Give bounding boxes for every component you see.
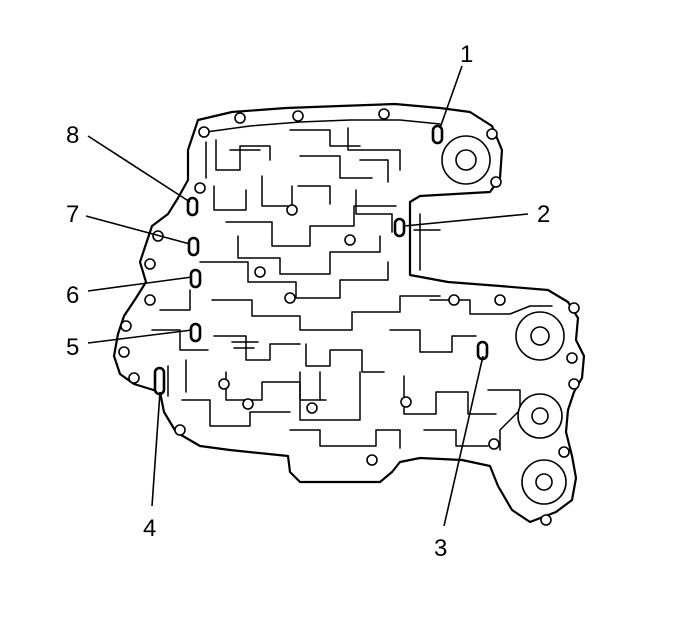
check-ball-7 [187,236,200,257]
callout-labels: 1 2 3 4 5 6 7 8 [66,41,550,562]
accumulator-bores [441,135,567,505]
leader-5 [87,329,193,344]
bolt-holes [118,108,580,526]
leader-6 [87,276,193,292]
leader-8 [87,135,191,203]
callout-2: 2 [537,201,550,228]
callout-1: 1 [460,41,473,68]
leader-2 [403,213,529,227]
callout-4: 4 [143,515,156,542]
leader-7 [85,215,191,245]
leader-lines [85,65,529,527]
check-ball-1 [431,124,444,145]
leader-1 [439,65,463,129]
fluid-channels [151,119,553,451]
spacer-plate-outline [112,102,586,524]
leader-3 [443,355,484,527]
callout-6: 6 [66,282,79,309]
callout-8: 8 [66,122,79,149]
check-ball-4 [153,366,166,396]
callout-7: 7 [66,201,79,228]
leader-4 [151,391,161,507]
callout-3: 3 [434,535,447,562]
check-balls [153,124,489,396]
check-ball-8 [186,196,199,217]
check-ball-6 [189,268,202,289]
check-ball-2 [393,217,406,238]
callout-5: 5 [66,334,79,361]
check-ball-5 [189,322,202,343]
